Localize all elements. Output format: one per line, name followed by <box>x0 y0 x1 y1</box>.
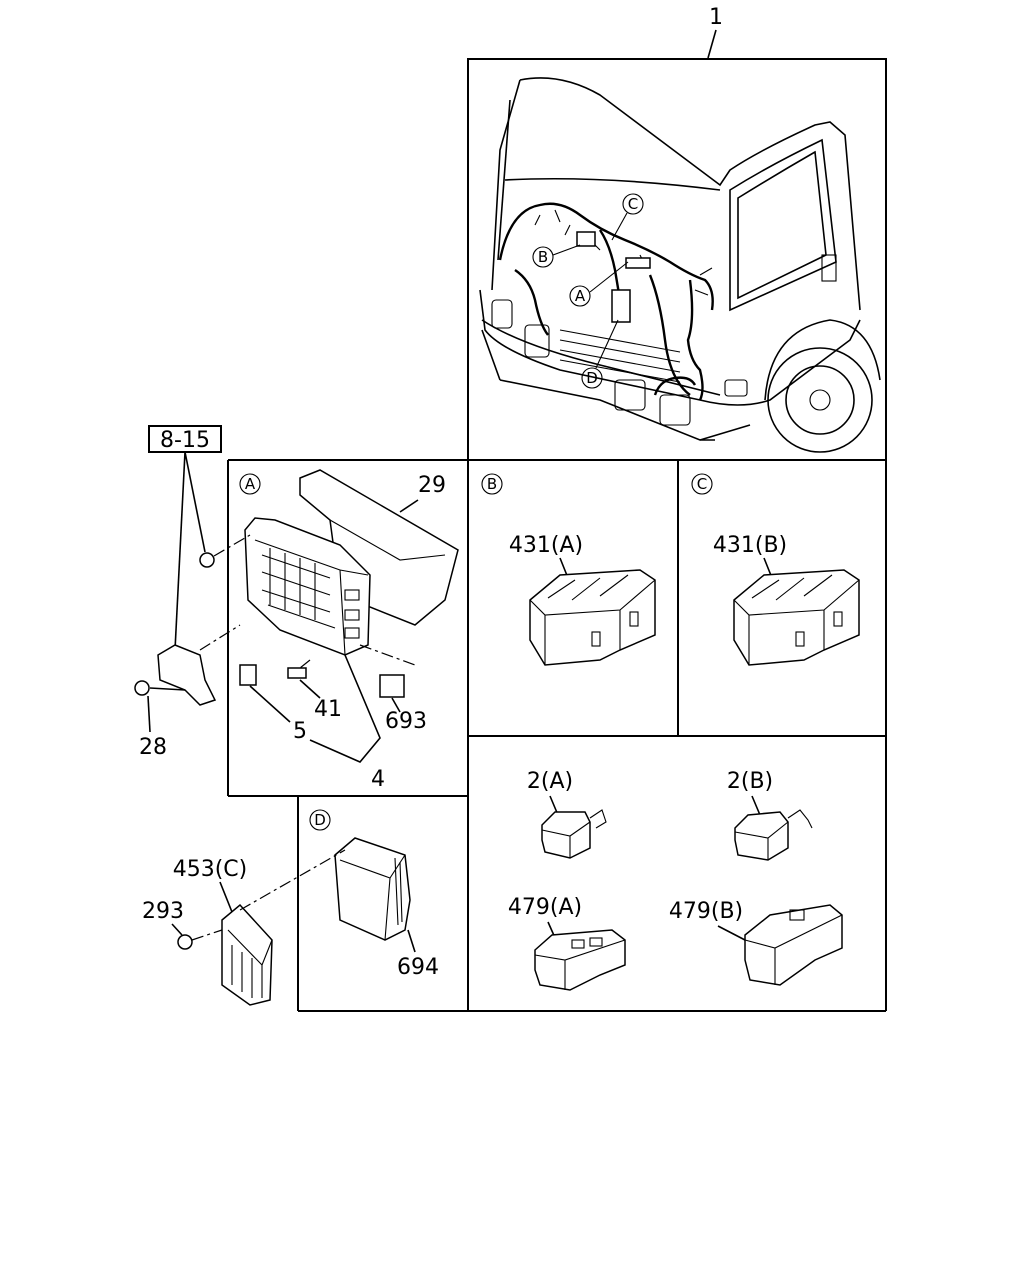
connector-431b <box>733 569 860 666</box>
marker-b-panel: B <box>487 475 497 493</box>
module-694 <box>334 837 411 941</box>
marker-a-main: A <box>575 287 586 305</box>
marker-d-panel: D <box>314 811 326 829</box>
callout-control-unit: 453(C) <box>173 857 248 882</box>
relay-2b <box>734 811 789 861</box>
callout-relay-a: 693 <box>385 709 427 734</box>
panel-d-control-unit: D 694 453(C) 293 <box>142 809 439 1006</box>
marker-a-panel: A <box>245 475 256 493</box>
panel-frames <box>227 58 887 1012</box>
marker-c-main: C <box>628 195 638 213</box>
callout-fuse-a: 5 <box>293 719 307 744</box>
panel-relays-connectors: 2(A) 2(B) 479(A) 479(B) <box>508 769 843 991</box>
panel-c-connector: C 431(B) <box>691 473 860 666</box>
nut-293 <box>177 934 193 950</box>
callout-fuse-box: 4 <box>371 767 385 792</box>
relay-a <box>379 674 405 698</box>
nut <box>199 552 215 568</box>
callout-connector-431a: 431(A) <box>509 533 583 558</box>
left-hardware: 8-15 28 <box>134 425 251 760</box>
connector-479b <box>744 904 843 986</box>
callout-relay-2a: 2(A) <box>527 769 573 794</box>
control-unit-453c <box>221 903 273 1006</box>
callout-main-assembly: 1 <box>709 5 723 30</box>
callout-connector-431b: 431(B) <box>713 533 787 558</box>
bracket <box>157 644 217 706</box>
panel-b-connector: B 431(A) <box>481 473 656 666</box>
marker-c-panel: C <box>697 475 707 493</box>
callout-relay-2b: 2(B) <box>727 769 773 794</box>
truck-cab-illustration: C B A D <box>479 77 881 453</box>
callout-connector-479b: 479(B) <box>669 899 743 924</box>
connector-479a <box>534 929 626 991</box>
connector-431a <box>529 569 656 666</box>
marker-b-main: B <box>538 248 548 266</box>
callout-bolt: 28 <box>139 735 167 760</box>
marker-d-main: D <box>586 369 598 387</box>
callout-nut-293: 293 <box>142 899 184 924</box>
fuse-b <box>287 667 307 679</box>
callout-fuse-b: 41 <box>314 697 342 722</box>
callout-fuse-box-cover: 29 <box>418 473 446 498</box>
fuse-box-body <box>244 517 371 656</box>
bolt-head <box>134 680 150 696</box>
callout-module-694: 694 <box>397 955 439 980</box>
panel-a-fuse-box: A 29 4 5 41 693 <box>239 469 459 792</box>
callout-nut-group: 8-15 <box>160 428 210 453</box>
callout-connector-479a: 479(A) <box>508 895 582 920</box>
fuse-a <box>239 664 257 686</box>
